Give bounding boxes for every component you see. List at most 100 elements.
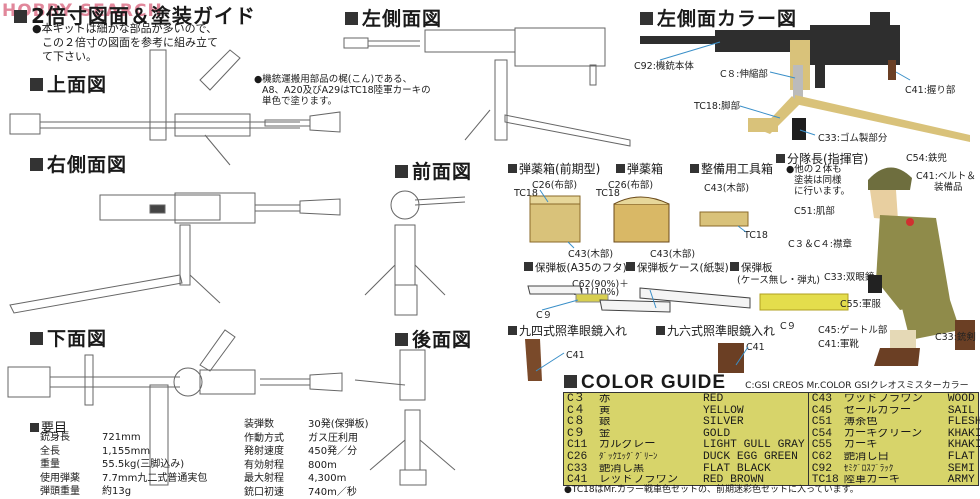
rear-view-drawing	[360, 340, 470, 490]
spec-key: 作動方式	[244, 432, 308, 446]
heading-text: 弾薬箱(前期型)	[519, 162, 600, 176]
spec-value: 721mm	[102, 431, 207, 445]
bullet-icon	[508, 164, 517, 173]
label-c41-grip: C41:握り部	[905, 82, 955, 96]
color-jp: ガルグレー	[599, 440, 703, 452]
spec-key: 発射速度	[244, 445, 308, 459]
color-jp: 陸軍カーキ	[844, 475, 948, 487]
intro-line: ●本キットは細かな部品が多いので、	[32, 22, 218, 36]
color-code: C43	[812, 394, 844, 406]
color-code: C62	[812, 452, 844, 464]
color-jp: 赤	[599, 394, 703, 406]
bullet-icon	[656, 326, 665, 335]
label-c33-rubber: C33:ゴム製部分	[818, 130, 887, 144]
color-jp: ｾﾐｸﾞﾛｽﾌﾞﾗｯｸ	[844, 464, 948, 476]
spec-value: 55.5kg(三脚込み)	[102, 458, 207, 472]
color-en: DUCK EGG GREEN	[703, 452, 805, 464]
label-c92: C92:機銃本体	[634, 58, 694, 72]
color-jp: 黄	[599, 406, 703, 418]
color-guide-subtitle: C:GSI CREOS Mr.COLOR GSIクレオスミスターカラー	[745, 381, 969, 391]
color-jp: カーキグリーン	[844, 429, 948, 441]
spec-value: ガス圧利用	[308, 432, 369, 446]
heading-text: 弾薬箱	[627, 162, 663, 176]
spec-key: 最大射程	[244, 472, 308, 486]
spec-key: 使用弾薬	[40, 472, 102, 486]
bullet-icon	[30, 423, 39, 432]
color-code: C３	[567, 394, 599, 406]
bullet-icon	[30, 158, 43, 171]
spec-key: 装弾数	[244, 418, 308, 432]
heading-clip-lid: 保弾板(A35のフタ)	[524, 260, 627, 275]
color-jp: 薄茶色	[844, 417, 948, 429]
color-guide-title: COLOR GUIDE	[581, 372, 726, 393]
color-jp: 艶消し白	[844, 452, 948, 464]
color-jp: ウッドブラウン	[844, 394, 948, 406]
spec-value: 450発／分	[308, 445, 369, 459]
ammo-boxes-drawing	[520, 190, 780, 250]
color-jp: 金	[599, 429, 703, 441]
bullet-icon	[626, 262, 635, 271]
spec-key: 全長	[40, 445, 102, 459]
heading-tool-box: 整備用工具箱	[690, 160, 773, 177]
label-c33-binoculars: C33:双眼鏡	[824, 269, 874, 283]
spec-value: 4,300m	[308, 472, 369, 486]
spec-key: 銃口初速	[244, 486, 308, 499]
label-c26: C26(布部)	[532, 177, 577, 191]
spec-value: 1,155mm	[102, 445, 207, 459]
label-c8: C８:伸縮部	[720, 66, 768, 80]
bullet-icon	[524, 262, 533, 271]
label-tc18-legs: TC18:脚部	[694, 98, 740, 112]
heading-right-view: 右側面図	[30, 150, 127, 177]
front-view-drawing	[355, 175, 465, 325]
spec-key: 銃身長	[40, 431, 102, 445]
bullet-icon	[776, 154, 785, 163]
color-jp: ﾀﾞｯｸｴｯｸﾞｸﾞﾘｰﾝ	[599, 452, 703, 464]
color-guide-header: COLOR GUIDE C:GSI CREOS Mr.COLOR GSIクレオス…	[564, 372, 969, 394]
spec-key: 重量	[40, 458, 102, 472]
heading-clip-case: 保弾板ケース(紙製)	[626, 260, 729, 275]
color-en: FLAT WHITE	[948, 452, 980, 464]
spec-value: 7.7mm九二式普通実包	[102, 472, 207, 486]
color-jp: 銀	[599, 417, 703, 429]
heading-ammo-box: 弾薬箱	[616, 160, 663, 177]
label-c3-c4: C３＆C４:襟章	[788, 236, 852, 250]
color-code: C26	[567, 452, 599, 464]
bullet-icon	[616, 164, 625, 173]
top-view-drawing	[0, 40, 340, 150]
label-c54: C54:鉄兜	[906, 150, 947, 164]
heading-text: 右側面図	[47, 154, 127, 176]
label-c33-bayonet: C33:銃剣	[935, 329, 976, 343]
title-bullet-icon	[14, 10, 27, 23]
color-view-drawing	[620, 0, 980, 150]
label-c45: C45:ゲートル部	[818, 322, 887, 336]
spec-key: 有効射程	[244, 459, 308, 473]
color-en: ARMY KHAKI	[948, 475, 980, 487]
heading-text: 保弾板ケース(紙製)	[637, 262, 729, 274]
color-jp: 艶消し黒	[599, 464, 703, 476]
bullet-icon	[30, 332, 43, 345]
bullet-icon	[564, 375, 577, 388]
label-c51: C51:肌部	[794, 203, 835, 217]
bottom-view-drawing	[0, 345, 350, 415]
spec-row: 作動方式ガス圧利用	[244, 432, 369, 446]
bullet-icon	[730, 262, 739, 271]
label-c41-belt: 装備品	[934, 179, 963, 193]
label-c41-boots: C41:軍靴	[818, 336, 859, 350]
spec-value: 30発(保弾板)	[308, 418, 369, 432]
